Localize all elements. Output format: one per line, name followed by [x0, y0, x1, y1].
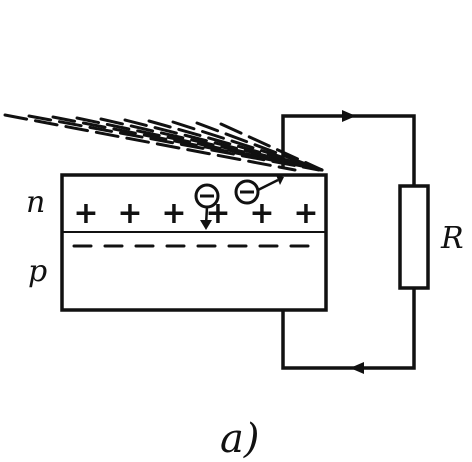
- label-p-region: p: [28, 254, 47, 289]
- light-ray: [219, 122, 324, 172]
- light-ray: [123, 118, 324, 172]
- electron-2-drift-arrow: [257, 178, 279, 192]
- circuit-wire-return: [281, 288, 416, 370]
- light-ray: [147, 119, 324, 172]
- semiconductor-block: [60, 173, 328, 312]
- light-ray: [195, 121, 324, 172]
- light-ray: [3, 113, 297, 172]
- electron-1: [194, 183, 220, 230]
- label-n-region: n: [26, 185, 45, 220]
- electron-2: [234, 175, 284, 205]
- resistor: [398, 184, 430, 290]
- label-resistor: R: [440, 221, 464, 256]
- positive-charge: +: [293, 196, 318, 231]
- positive-charge: +: [161, 196, 186, 231]
- positive-charge: +: [117, 196, 142, 231]
- figure-caption: a): [220, 416, 259, 462]
- positive-charge: +: [73, 196, 98, 231]
- current-arrow-top: [342, 110, 356, 122]
- light-ray: [27, 114, 321, 172]
- light-rays: [3, 113, 324, 172]
- current-arrow-bottom: [350, 362, 364, 374]
